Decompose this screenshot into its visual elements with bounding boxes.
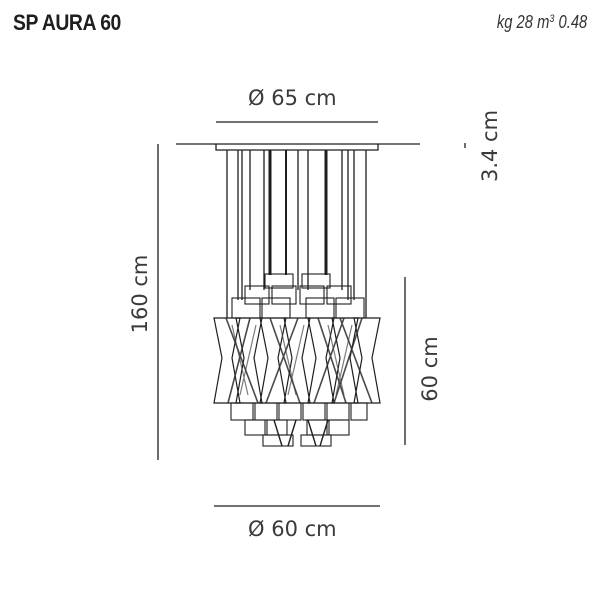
canopy <box>215 144 379 151</box>
canopy-height-label: 3.4 cm <box>478 109 502 183</box>
product-title: SP AURA 60 <box>13 10 121 35</box>
weight-label: kg 28 <box>496 12 533 32</box>
volume-value: 0.48 <box>558 12 587 32</box>
crystal-cluster <box>213 273 381 447</box>
suspension-cables <box>226 150 367 318</box>
body-diameter-label: Ø 60 cm <box>248 517 337 541</box>
volume-unit: m <box>536 12 550 32</box>
volume-exponent: 3 <box>549 13 555 25</box>
body-height-label: 60 cm <box>418 336 442 402</box>
total-height-label: 160 cm <box>128 254 152 334</box>
weight-volume-spec: kg 28 m3 0.48 <box>497 12 587 33</box>
canopy-diameter-label: Ø 65 cm <box>248 86 337 110</box>
